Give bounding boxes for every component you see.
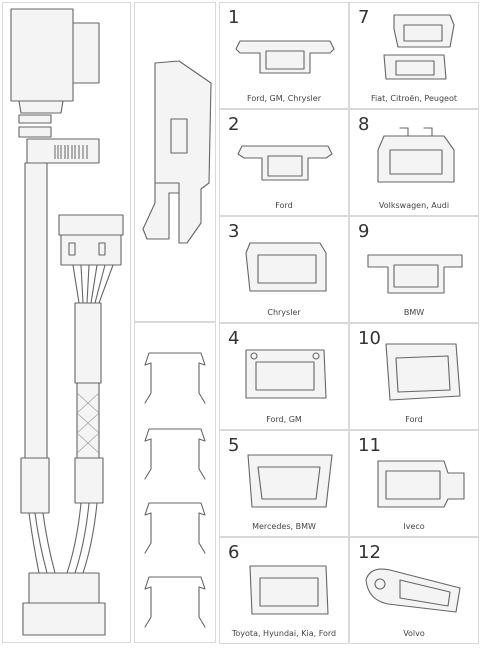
connector-label: Ford bbox=[405, 415, 423, 424]
connector-label: Volvo bbox=[403, 629, 425, 638]
connector-11-illustration bbox=[377, 460, 465, 508]
connector-6-illustration bbox=[249, 565, 329, 615]
retaining-clip-illustration bbox=[142, 60, 212, 244]
connector-12-illustration bbox=[365, 568, 461, 613]
connector-number: 5 bbox=[228, 435, 240, 456]
connector-number: 8 bbox=[358, 114, 370, 135]
connector-1-illustration bbox=[235, 40, 335, 74]
connector-number: 10 bbox=[358, 328, 381, 349]
connector-label: BMW bbox=[403, 308, 425, 317]
connector-2-illustration bbox=[237, 145, 333, 181]
cable-panel bbox=[2, 2, 131, 643]
connector-7-illustration bbox=[383, 14, 455, 80]
connector-card-3: 3 Chrysler bbox=[219, 216, 349, 323]
connector-number: 9 bbox=[358, 221, 370, 242]
connector-label: Ford bbox=[275, 201, 293, 210]
connector-number: 4 bbox=[228, 328, 240, 349]
connector-label: Iveco bbox=[403, 522, 425, 531]
connector-3-illustration bbox=[245, 242, 327, 292]
connector-card-10: 10 Ford bbox=[349, 323, 479, 430]
spring-clips-panel bbox=[134, 322, 216, 643]
clip-panel bbox=[134, 2, 216, 322]
connector-label: Volkswagen, Audi bbox=[378, 201, 450, 210]
connector-number: 6 bbox=[228, 542, 240, 563]
spring-clips-illustration bbox=[144, 352, 206, 628]
connector-8-illustration bbox=[377, 127, 455, 183]
connector-4-illustration bbox=[245, 349, 327, 399]
connector-card-1: 1 Ford, GM, Chrysler bbox=[219, 2, 349, 109]
connector-5-illustration bbox=[247, 454, 333, 508]
connector-card-4: 4 Ford, GM bbox=[219, 323, 349, 430]
connector-card-6: 6 Toyota, Hyundai, Kia, Ford bbox=[219, 537, 349, 644]
connector-label: Ford, GM bbox=[266, 415, 302, 424]
connector-card-12: 12 Volvo bbox=[349, 537, 479, 644]
connector-label: Fiat, Citroën, Peugeot bbox=[371, 94, 457, 103]
connector-number: 1 bbox=[228, 7, 240, 28]
connector-10-illustration bbox=[385, 343, 461, 401]
obd-cable-illustration bbox=[10, 8, 124, 636]
connector-card-2: 2 Ford bbox=[219, 109, 349, 216]
connector-9-illustration bbox=[367, 254, 463, 294]
connector-card-9: 9 BMW bbox=[349, 216, 479, 323]
connector-card-8: 8 Volkswagen, Audi bbox=[349, 109, 479, 216]
connector-number: 7 bbox=[358, 7, 370, 28]
connector-label: Mercedes, BMW bbox=[252, 522, 316, 531]
connector-card-5: 5 Mercedes, BMW bbox=[219, 430, 349, 537]
connector-card-7: 7 Fiat, Citroën, Peugeot bbox=[349, 2, 479, 109]
connector-label: Ford, GM, Chrysler bbox=[247, 94, 321, 103]
connector-number: 3 bbox=[228, 221, 240, 242]
connector-number: 12 bbox=[358, 542, 381, 563]
connector-number: 11 bbox=[358, 435, 381, 456]
connector-label: Toyota, Hyundai, Kia, Ford bbox=[231, 629, 337, 638]
connector-card-11: 11 Iveco bbox=[349, 430, 479, 537]
connector-label: Chrysler bbox=[267, 308, 301, 317]
connector-number: 2 bbox=[228, 114, 240, 135]
